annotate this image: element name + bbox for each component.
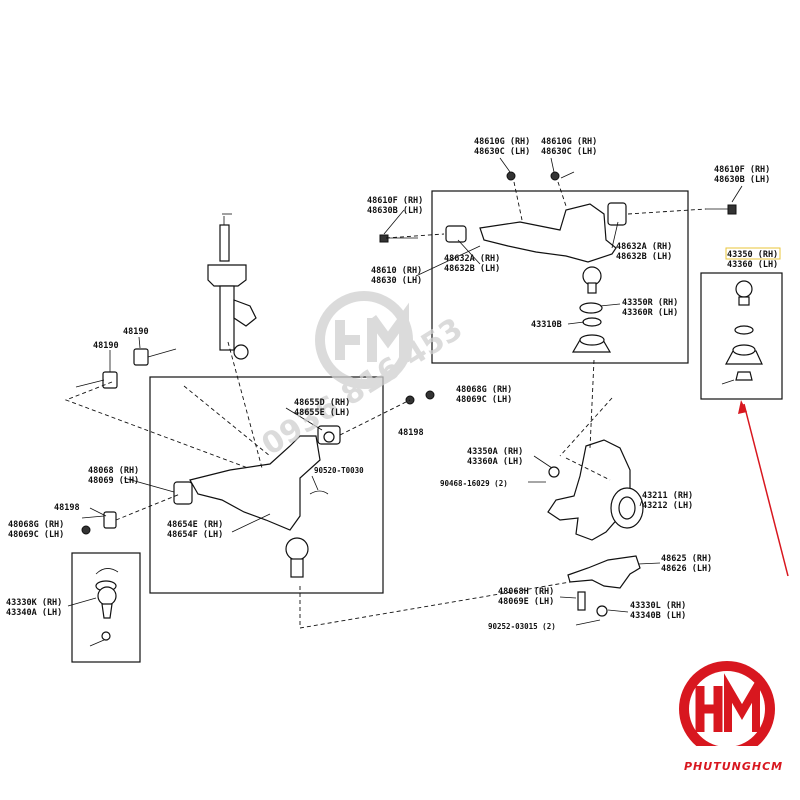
- label-43310b: 43310B: [531, 320, 562, 330]
- leader-lines: [67, 157, 743, 613]
- stabilizer-bolts: [75, 348, 435, 535]
- assembly-lines: [64, 181, 707, 629]
- knuckle-arm: [567, 555, 641, 626]
- label-90468: 90468-16029 (2): [440, 479, 508, 488]
- label-48069: 48069 (LH): [88, 476, 139, 486]
- label-48632a-left: 48632A (RH): [444, 254, 500, 264]
- label-48625: 48625 (RH): [661, 554, 712, 564]
- label-48610g-a: 48610G (RH): [474, 137, 530, 147]
- label-48655e: 48655E (LH): [294, 408, 350, 418]
- label-48630c-a: 48630C (LH): [474, 147, 530, 157]
- label-48190-a: 48190: [123, 327, 149, 337]
- label-48630c-b: 48630C (LH): [541, 147, 597, 157]
- lower-control-arm: [173, 425, 341, 578]
- label-48626: 48626 (LH): [661, 564, 712, 574]
- label-48068g-left: 48068G (RH): [8, 520, 64, 530]
- highlight-43350: [725, 247, 781, 260]
- label-48655d: 48655D (RH): [294, 398, 350, 408]
- lower-ball-joint: [89, 568, 119, 647]
- upper-control-arm: [379, 171, 737, 353]
- label-43360-top: 43360 (LH): [727, 260, 778, 270]
- label-48654f: 48654F (LH): [167, 530, 223, 540]
- label-48632a-right: 48632A (RH): [616, 242, 672, 252]
- label-43340b: 43340B (LH): [630, 611, 686, 621]
- label-48632b-left: 48632B (LH): [444, 264, 500, 274]
- label-43360a: 43360A (LH): [467, 457, 523, 467]
- brand-name: PHUTUNGHCM: [684, 760, 783, 773]
- label-48630: 48630 (LH): [371, 276, 422, 286]
- label-48198-left: 48198: [54, 503, 80, 513]
- label-43330k: 43330K (RH): [6, 598, 62, 608]
- label-90252: 90252-03015 (2): [488, 622, 556, 631]
- watermark-phone: 0936 816 453: [256, 311, 469, 462]
- label-48069c-left: 48069C (LH): [8, 530, 64, 540]
- label-43340a: 43340A (LH): [6, 608, 62, 618]
- label-90520: 90520-T0030: [314, 466, 364, 475]
- label-48654e: 48654E (RH): [167, 520, 223, 530]
- label-43330l: 43330L (RH): [630, 601, 686, 611]
- label-48190-b: 48190: [93, 341, 119, 351]
- label-43350r: 43350R (RH): [622, 298, 678, 308]
- label-48069c-mid: 48069C (LH): [456, 395, 512, 405]
- label-48630b-right: 48630B (LH): [714, 175, 770, 185]
- label-43350-top: 43350 (RH): [727, 250, 778, 260]
- label-43212: 43212 (LH): [642, 501, 693, 511]
- label-43350a: 43350A (RH): [467, 447, 523, 457]
- label-48610f-left: 48610F (RH): [367, 196, 423, 206]
- label-48198-mid: 48198: [398, 428, 424, 438]
- upper-arm-box: [431, 190, 689, 364]
- label-48610g-b: 48610G (RH): [541, 137, 597, 147]
- label-43360r: 43360R (LH): [622, 308, 678, 318]
- label-48630b-left: 48630B (LH): [367, 206, 423, 216]
- label-48068: 48068 (RH): [88, 466, 139, 476]
- watermark: 0936 816 453: [256, 291, 469, 463]
- part-labels: 48610G (RH) 48630C (LH) 48610G (RH) 4863…: [6, 137, 781, 631]
- label-48069e: 48069E (LH): [498, 597, 554, 607]
- shock-absorber: [207, 213, 257, 360]
- upper-ball-joint-box: [700, 272, 783, 400]
- label-48068g-mid: 48068G (RH): [456, 385, 512, 395]
- lower-ball-joint-box: [71, 552, 141, 663]
- label-48068h: 48068H (RH): [498, 587, 554, 597]
- red-arrow-icon: [738, 400, 789, 577]
- label-43211: 43211 (RH): [642, 491, 693, 501]
- hcm-logo-icon: [679, 661, 775, 762]
- label-48610: 48610 (RH): [371, 266, 422, 276]
- steering-knuckle: [528, 439, 644, 541]
- label-48610f-right: 48610F (RH): [714, 165, 770, 175]
- label-48632b-right: 48632B (LH): [616, 252, 672, 262]
- upper-ball-joint: [721, 280, 763, 385]
